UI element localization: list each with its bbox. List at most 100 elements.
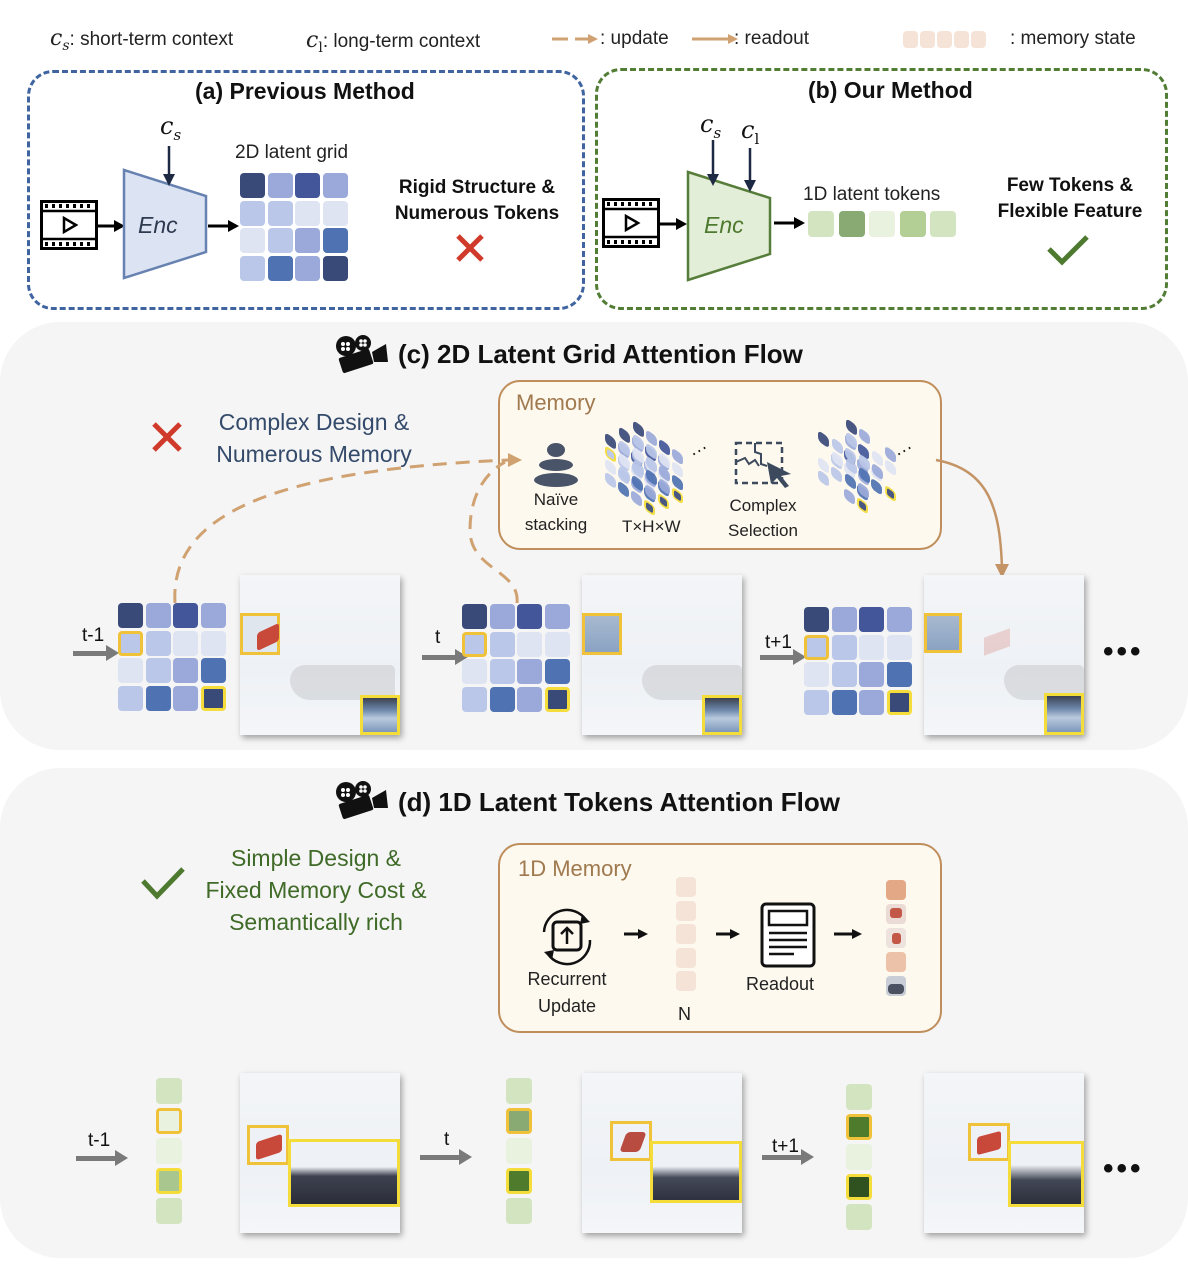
- grid-cell: [517, 659, 542, 684]
- latent-token: [899, 211, 926, 237]
- grid-cell: [886, 689, 912, 715]
- memory-state-cell: [676, 947, 696, 968]
- verdict-line: Flexible Feature: [997, 201, 1143, 222]
- latent-token: [156, 1198, 182, 1224]
- panel-our-method: [595, 68, 1168, 310]
- highlight-box: [968, 1123, 1010, 1161]
- panel-a-verdict: Rigid Structure & Numerous Tokens: [372, 175, 582, 227]
- grid-cell: [322, 200, 348, 226]
- grid-cell: [859, 607, 884, 632]
- legend-readout: : readout: [734, 28, 809, 49]
- grid-cell: [462, 659, 487, 684]
- timestep-label: t-1: [88, 1130, 111, 1151]
- arrow-icon: [660, 218, 687, 230]
- latent-token: [846, 1114, 872, 1140]
- arrow-down-icon: [744, 148, 756, 192]
- readout-tokens: [886, 880, 908, 1002]
- timestep-arrow: [76, 1150, 128, 1166]
- cl-subscript: l: [318, 39, 323, 56]
- grid-cell: [173, 658, 198, 683]
- grid-cell: [804, 689, 829, 715]
- grid-cell: [517, 631, 542, 657]
- selection-cursor-icon: [734, 441, 791, 488]
- timestep-label: t: [444, 1129, 450, 1150]
- note-line: Fixed Memory Cost &: [205, 877, 427, 903]
- timestep-label: t+1: [765, 632, 792, 653]
- grid-cell: [145, 603, 171, 628]
- highlight-box: [582, 613, 622, 655]
- latent-token: [846, 1084, 872, 1110]
- recurrent-update-label: Recurrent Update: [527, 969, 607, 1016]
- grid-cell: [200, 685, 226, 711]
- timestep-label: t-1: [82, 625, 105, 646]
- readout-document-icon: [760, 902, 816, 968]
- cross-icon: [152, 422, 182, 452]
- arrow-icon: [834, 929, 862, 939]
- cross-icon: [456, 234, 484, 262]
- grid-cell: [295, 228, 320, 253]
- grid-cell: [886, 607, 912, 632]
- grid-cell: [295, 255, 320, 281]
- grid-cell: [118, 603, 143, 628]
- arrow-icon: [98, 220, 125, 232]
- latent-token: [838, 211, 865, 237]
- video-frame: [924, 575, 1084, 735]
- memory-state-cell: [676, 877, 696, 897]
- encoder-label: Enc: [704, 212, 744, 238]
- highlight-box: [360, 695, 400, 735]
- latent-token: [846, 1174, 872, 1200]
- panel-c-note: Complex Design & Numerous Memory: [196, 406, 432, 470]
- highlight-box: [1008, 1141, 1084, 1207]
- arrow-icon: [774, 217, 805, 229]
- grid-cell: [831, 634, 857, 660]
- grid-cell: [173, 630, 198, 656]
- grid-cell: [322, 173, 348, 198]
- grid-cell: [267, 228, 293, 253]
- verdict-line: Rigid Structure &: [398, 177, 556, 198]
- check-icon: [141, 867, 185, 900]
- grid-cell: [200, 658, 226, 683]
- encoder-block: [686, 170, 772, 282]
- video-frame: [240, 1073, 400, 1233]
- timestep-label: t: [435, 627, 441, 648]
- verdict-line: Numerous Tokens: [394, 203, 560, 224]
- note-line: Numerous Memory: [216, 441, 412, 467]
- grid-cell: [145, 658, 171, 683]
- ellipsis: •••: [1103, 1152, 1144, 1185]
- movie-camera-icon: [336, 781, 388, 820]
- grid-cell: [885, 484, 896, 504]
- cs-label: : short-term context: [69, 29, 234, 50]
- highlight-box: [650, 1141, 742, 1203]
- grid-cell: [267, 200, 293, 226]
- grid-cell: [173, 685, 198, 711]
- legend-short-term-context: cs: short-term context: [50, 26, 233, 54]
- recurrent-update-icon: [542, 908, 592, 966]
- latent-token-column: [156, 1078, 186, 1228]
- latent-token-column: [506, 1078, 536, 1228]
- video-frame: [582, 575, 742, 735]
- grid-cell: [295, 200, 320, 226]
- highlight-box: [924, 613, 962, 653]
- latent-grid: [804, 607, 916, 715]
- latent-token: [506, 1198, 532, 1224]
- note-line: Complex Design &: [218, 409, 410, 435]
- check-icon: [1047, 235, 1089, 266]
- grid-cell: [462, 686, 487, 712]
- legend-update: : update: [600, 28, 669, 49]
- grid-cell: [804, 662, 829, 687]
- grid-cell: [804, 634, 829, 660]
- panel-previous-method: [27, 70, 585, 310]
- memory-state-cell: [676, 971, 696, 991]
- grid-cell: [859, 689, 884, 715]
- grid-cell: [844, 487, 855, 506]
- highlight-box: [1044, 693, 1084, 735]
- latent-grid: [118, 603, 230, 711]
- grid-cell: [544, 631, 570, 657]
- grid-cell: [489, 604, 515, 629]
- stacked-grids-icon: [605, 420, 715, 520]
- stacking-label: Naïve stacking: [524, 490, 588, 534]
- grid-cell: [462, 631, 487, 657]
- stack-icon: [534, 443, 578, 487]
- latent-token: [506, 1168, 532, 1194]
- grid-cell: [462, 604, 487, 629]
